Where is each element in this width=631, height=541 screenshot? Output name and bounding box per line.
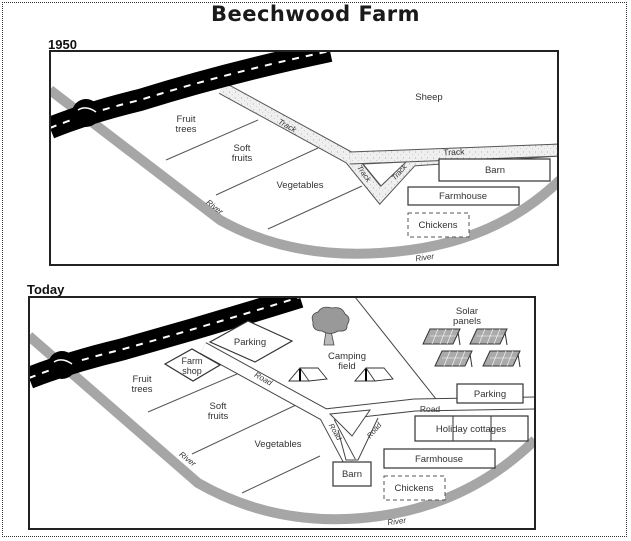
tree-icon: [311, 306, 350, 346]
label-farmhouse: Farmhouse: [439, 191, 487, 202]
building-barn: [332, 461, 372, 487]
solar-panel-icon: [482, 350, 521, 368]
field-divider: [147, 370, 245, 413]
field-divider: [165, 119, 259, 161]
building-farm-shop: [163, 348, 222, 382]
building-farmhouse: [407, 186, 520, 206]
label-soft-fruits: Soft: [210, 401, 227, 412]
label-fruit-trees-2: trees: [131, 384, 152, 395]
field-divider: [241, 455, 321, 494]
label-holiday-cottages: Holiday cottages: [436, 424, 506, 435]
roundabout-marking: [53, 359, 73, 365]
label-solar-panels-2: panels: [453, 316, 481, 327]
panel-today-border: [28, 296, 536, 530]
label-soft-fruits-2: fruits: [232, 153, 253, 164]
label-farm-shop: Farm: [182, 356, 203, 366]
solar-panel-icon: [469, 328, 508, 346]
label-parking: Parking: [474, 389, 506, 400]
label-soft-fruits-2: fruits: [208, 411, 229, 422]
building-parking-left: [208, 320, 294, 363]
label-fruit-trees-2: trees: [175, 124, 196, 135]
label-fruit-trees: Fruit: [133, 374, 152, 385]
field-divider: [354, 297, 441, 405]
field-divider: [191, 404, 297, 455]
label-fruit-trees: Fruit: [177, 114, 196, 125]
tent-icon: [288, 367, 328, 382]
river: [50, 86, 558, 259]
solar-panel-icon: [434, 350, 473, 368]
building-farmhouse: [383, 448, 496, 469]
river: [29, 332, 535, 525]
road-branch: [337, 417, 379, 461]
panel-1950-border: [49, 50, 559, 266]
label-barn: Barn: [485, 165, 505, 176]
label-farmhouse: Farmhouse: [415, 454, 463, 465]
label-camping-field: Camping: [328, 351, 366, 362]
track-triangle: [361, 161, 408, 187]
area-chickens: [407, 212, 470, 238]
label-barn: Barn: [342, 469, 362, 480]
label-vegetables: Vegetables: [254, 439, 301, 450]
label-vegetables: Vegetables: [276, 180, 323, 191]
label-road: Road: [420, 404, 441, 414]
label-sheep: Sheep: [415, 92, 442, 103]
map-title: Beechwood Farm: [210, 2, 420, 26]
building-parking-right: [456, 383, 524, 404]
label-chickens: Chickens: [394, 483, 433, 494]
label-chickens: Chickens: [418, 220, 457, 231]
track: [349, 144, 558, 164]
label-soft-fruits: Soft: [234, 143, 251, 154]
building-barn: [438, 158, 551, 182]
tent-icon: [354, 367, 394, 382]
label-parking: Parking: [234, 337, 266, 348]
field-divider: [267, 185, 363, 230]
label-track: Track: [443, 146, 465, 157]
roundabout-marking: [77, 107, 97, 113]
roundabout: [72, 99, 100, 127]
label-solar-panels: Solar: [456, 306, 478, 317]
road-triangle: [328, 409, 372, 437]
label-river: River: [415, 252, 435, 264]
solar-panel-icon: [422, 328, 461, 346]
label-camping-field-2: field: [338, 361, 355, 372]
panel-today: Parking Farm shop Camping field: [28, 296, 536, 530]
label-farm-shop-2: shop: [182, 366, 202, 376]
area-chickens: [383, 475, 446, 501]
panel-label-today: Today: [27, 282, 65, 297]
field-divider: [215, 147, 319, 196]
building-holiday-cottages: [414, 415, 529, 442]
image-frame: [2, 2, 627, 537]
panel-label-1950: 1950: [48, 37, 77, 52]
label-river: River: [387, 516, 407, 528]
roundabout: [48, 351, 76, 379]
panel-1950: Fruit trees Soft fruits Vegetables Sheep…: [49, 50, 559, 266]
